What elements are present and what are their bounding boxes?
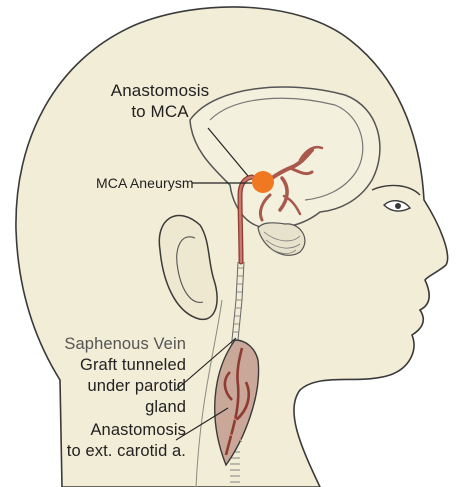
label-anastomosis-mca: Anastomosis to MCA	[80, 80, 240, 122]
label-mca-aneurysm: MCA Aneurysm	[96, 173, 194, 194]
label-anastomosis-ext-carotid: Anastomosis to ext. carotid a.	[38, 420, 186, 462]
eye-pupil	[395, 203, 401, 209]
label-saphenous-rest: Graft tunneled under parotid gland	[80, 356, 186, 416]
mca-aneurysm	[252, 171, 274, 193]
label-saphenous-line1: Saphenous Vein	[64, 335, 186, 353]
